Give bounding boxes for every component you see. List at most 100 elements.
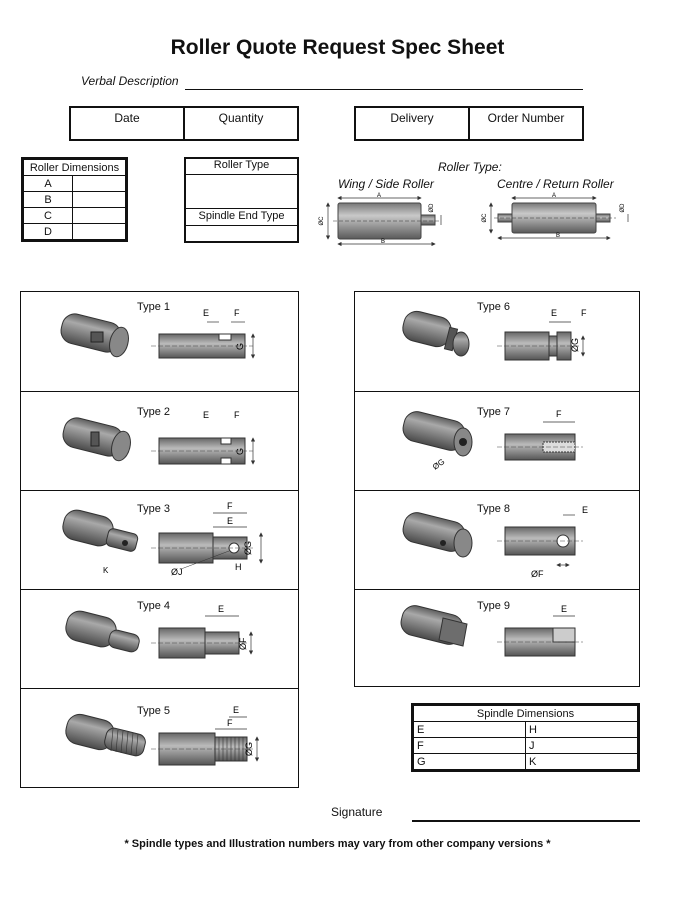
spindle-side-view: F bbox=[497, 409, 583, 461]
quantity-field[interactable]: Quantity bbox=[183, 108, 297, 139]
spindle-end-type-heading: Spindle End Type bbox=[186, 209, 297, 226]
spindle-type-label: Type 2 bbox=[137, 406, 171, 418]
dimension-label: B bbox=[23, 191, 73, 208]
dimension-a-input[interactable] bbox=[72, 175, 126, 192]
dim-label-c: ØC bbox=[482, 213, 488, 223]
dim-label-d: ØD bbox=[620, 203, 626, 213]
spindle-side-view: E F ØG bbox=[151, 705, 260, 766]
spindle-end-type-input[interactable] bbox=[186, 226, 297, 242]
spindle-dim-f-input[interactable]: F bbox=[413, 737, 526, 754]
spindle-3d-icon bbox=[62, 509, 139, 552]
verbal-description-label: Verbal Description bbox=[81, 74, 179, 88]
spindle-type-8[interactable]: Type 8 E ØF bbox=[355, 490, 639, 589]
dim-label: G bbox=[235, 448, 245, 455]
dim-label-b: B bbox=[381, 239, 385, 245]
spindle-side-view: E F G bbox=[151, 308, 256, 359]
spindle-dim-h-input[interactable]: H bbox=[525, 721, 638, 738]
dim-label-b: B bbox=[556, 233, 560, 239]
dimension-label: D bbox=[23, 223, 73, 240]
spindle-type-9-drawing: E bbox=[400, 604, 583, 657]
roller-dimensions-table: Roller Dimensions A B C D bbox=[21, 157, 128, 242]
spindle-type-2[interactable]: Type 2 E F G bbox=[21, 391, 298, 490]
spindle-type-9[interactable]: Type 9 E bbox=[355, 589, 639, 688]
dim-label-a: A bbox=[552, 193, 556, 199]
dim-label: ØJ bbox=[171, 567, 183, 577]
spindle-type-4[interactable]: Type 4 E ØF bbox=[21, 589, 298, 688]
spindle-side-view: E ØF bbox=[497, 505, 588, 579]
dim-label: F bbox=[227, 718, 233, 728]
spindle-type-label: Type 6 bbox=[477, 301, 511, 313]
page-title: Roller Quote Request Spec Sheet bbox=[170, 36, 505, 59]
spindle-type-2-drawing: E F G bbox=[62, 410, 256, 465]
spindle-type-8-drawing: E ØF bbox=[402, 505, 588, 579]
date-field[interactable]: Date bbox=[114, 111, 140, 125]
spindle-type-label: Type 5 bbox=[137, 705, 171, 717]
spindle-type-label: Type 3 bbox=[137, 503, 171, 515]
centre-roller-diagram: A ØC ØD B bbox=[482, 193, 629, 241]
spindle-type-label: Type 7 bbox=[477, 406, 511, 418]
order-number-field[interactable]: Order Number bbox=[468, 108, 582, 139]
dim-label: F bbox=[227, 501, 233, 511]
dim-label: F bbox=[581, 308, 587, 318]
roller-type-box: Roller Type Spindle End Type bbox=[184, 157, 299, 243]
delivery-order-box: Delivery Order Number bbox=[354, 106, 584, 141]
spindle-type-1-drawing: E F G bbox=[60, 308, 256, 359]
footer-note: * Spindle types and Illustration numbers… bbox=[124, 838, 551, 850]
spindle-3d-icon bbox=[400, 605, 468, 647]
spindle-dim-k-input[interactable]: K bbox=[525, 753, 638, 770]
wing-roller-label: Wing / Side Roller bbox=[338, 177, 434, 191]
dim-label: ØF bbox=[238, 637, 248, 650]
roller-type-diagram-heading: Roller Type: bbox=[438, 160, 502, 174]
dim-label: K bbox=[103, 566, 109, 575]
spindle-type-7[interactable]: Type 7 ØG F bbox=[355, 391, 639, 490]
wing-roller-diagram: A ØC ØD B bbox=[319, 193, 442, 247]
spindle-type-3[interactable]: Type 3 F E ØG ØJ H K bbox=[21, 490, 298, 589]
dim-label-a: A bbox=[377, 193, 381, 199]
delivery-field[interactable]: Delivery bbox=[390, 111, 434, 125]
spindle-side-view: E F ØG bbox=[497, 308, 587, 361]
dim-label: E bbox=[233, 705, 239, 715]
dimension-c-input[interactable] bbox=[72, 207, 126, 224]
dim-label: E bbox=[551, 308, 557, 318]
verbal-description-field[interactable] bbox=[185, 89, 583, 90]
spindle-type-label: Type 8 bbox=[477, 503, 511, 515]
spindle-3d-icon: ØG bbox=[402, 411, 473, 472]
spindle-type-4-drawing: E ØF bbox=[65, 604, 254, 659]
spindle-dim-e-input[interactable]: E bbox=[413, 721, 526, 738]
dim-label: E bbox=[218, 604, 224, 614]
spindle-type-label: Type 1 bbox=[137, 301, 171, 313]
dimension-label: C bbox=[23, 207, 73, 224]
dim-label: E bbox=[582, 505, 588, 515]
spindle-types-panel-left: Type 1 E F G Type 2 bbox=[20, 291, 299, 788]
roller-dimensions-heading: Roller Dimensions bbox=[23, 159, 126, 176]
dim-label: ØG bbox=[244, 742, 254, 756]
dimension-d-input[interactable] bbox=[72, 223, 126, 240]
spindle-side-view: E bbox=[497, 604, 583, 657]
spindle-type-5[interactable]: Type 5 bbox=[21, 688, 298, 789]
spindle-dim-j-input[interactable]: J bbox=[525, 737, 638, 754]
dim-label: F bbox=[234, 308, 240, 318]
dimension-label: A bbox=[23, 175, 73, 192]
dim-label: F bbox=[556, 409, 562, 419]
spindle-side-view: E ØF bbox=[151, 604, 254, 659]
dim-label: ØG bbox=[431, 457, 446, 472]
spindle-dim-g-input[interactable]: G bbox=[413, 753, 526, 770]
spindle-type-label: Type 4 bbox=[137, 600, 171, 612]
spindle-type-6-drawing: E F ØG bbox=[402, 308, 587, 361]
dim-label-d: ØD bbox=[429, 203, 435, 213]
signature-field[interactable] bbox=[412, 820, 640, 822]
centre-roller-label: Centre / Return Roller bbox=[497, 177, 614, 191]
spindle-3d-icon bbox=[65, 713, 146, 757]
spindle-type-5-drawing: E F ØG bbox=[65, 705, 260, 766]
spindle-type-1[interactable]: Type 1 E F G bbox=[21, 292, 298, 390]
spindle-side-view: F E ØG ØJ H K bbox=[103, 501, 264, 577]
spindle-3d-icon bbox=[65, 610, 140, 653]
spindle-type-6[interactable]: Type 6 E F ØG bbox=[355, 292, 639, 390]
spindle-3d-icon bbox=[62, 417, 131, 462]
dimension-b-input[interactable] bbox=[72, 191, 126, 208]
roller-type-heading: Roller Type bbox=[186, 159, 297, 175]
roller-type-input[interactable] bbox=[186, 175, 297, 209]
dim-label: E bbox=[203, 410, 209, 420]
spindle-3d-icon bbox=[402, 512, 473, 558]
